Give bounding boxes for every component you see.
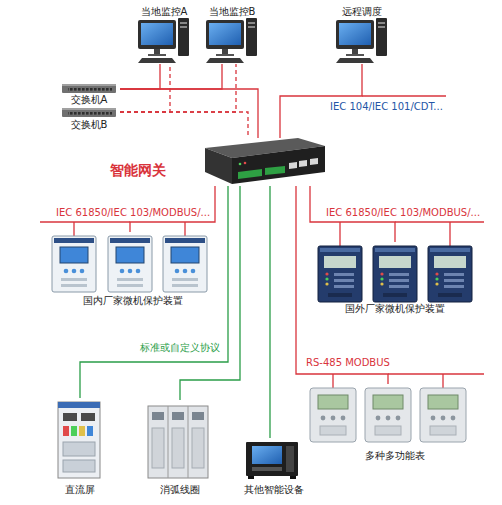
device-node: 国外厂家微机保护装置 <box>305 242 485 318</box>
smart-device <box>246 442 298 476</box>
drop-wire <box>449 222 450 246</box>
drop-wire <box>442 374 443 388</box>
cabinet-meter <box>172 412 184 420</box>
switch-icon <box>62 108 116 117</box>
relay-domestic <box>52 236 96 292</box>
computer-icon <box>206 18 257 63</box>
device-node: 交换机B <box>58 107 120 133</box>
device-node: 交换机A <box>58 83 120 107</box>
device-label: 消弧线圈 <box>140 484 220 496</box>
bus-wire <box>40 221 130 222</box>
cabinet-divider <box>188 406 189 478</box>
device-keys <box>252 467 282 471</box>
drop-wire <box>184 222 185 236</box>
protocol-label: IEC 104/IEC 101/CDT... <box>330 101 443 113</box>
device-screen <box>252 446 282 464</box>
cabinet-meter <box>192 412 204 420</box>
device-node: 消弧线圈 <box>140 400 220 502</box>
switch-icon <box>62 84 116 93</box>
protocol-label: IEC 61850/IEC 103/MODBUS/... <box>56 207 210 219</box>
cabinet-module <box>71 426 77 436</box>
device-label: 当地监控B <box>200 6 264 18</box>
network-wire <box>269 186 270 438</box>
gateway-port <box>310 158 318 165</box>
protocol-label: IEC 61850/IEC 103/MODBUS/... <box>326 207 480 219</box>
gateway-front <box>232 146 325 184</box>
meter-icon <box>310 388 356 442</box>
cabinet-panel <box>63 460 95 472</box>
cabinet-module <box>79 426 85 436</box>
cabinet-band <box>58 402 100 408</box>
cabinet-module <box>87 426 93 436</box>
device-label: 交换机B <box>58 119 120 131</box>
network-wire <box>120 64 170 112</box>
device-label: 直流屏 <box>45 484 115 496</box>
device-label: 远程调度 <box>330 6 394 18</box>
network-wire <box>120 64 222 89</box>
cabinet-door <box>172 428 184 468</box>
cabinet-module <box>63 426 69 436</box>
coil-cabinet <box>148 406 208 478</box>
drop-wire <box>73 222 74 236</box>
cabinet-panel <box>63 442 95 456</box>
device-label: 国外厂家微机保护装置 <box>305 303 485 315</box>
gateway-terminal <box>265 166 285 175</box>
network-wire <box>120 112 248 138</box>
gateway-port <box>289 162 297 169</box>
relay-foreign <box>373 246 417 302</box>
bus-wire <box>388 373 484 374</box>
device-foot <box>290 476 296 479</box>
device-label: 国内厂家微机保护装置 <box>40 295 226 307</box>
cabinet-divider <box>168 406 169 478</box>
device-foot <box>248 476 254 479</box>
relay-domestic <box>163 236 207 292</box>
cabinet-meter <box>152 412 164 420</box>
device-panel <box>286 446 294 472</box>
bus-wire <box>395 221 484 222</box>
device-node: 智能网关 <box>108 138 330 186</box>
device-label: 多种多功能表 <box>300 450 490 462</box>
gateway-led <box>239 163 242 166</box>
gateway-port <box>299 160 307 167</box>
meter-icon <box>365 388 411 442</box>
device-node: 直流屏 <box>45 398 115 502</box>
bus-wire <box>362 95 446 96</box>
dc-cabinet <box>58 402 100 478</box>
cabinet-door <box>192 428 204 468</box>
gateway-terminal <box>238 169 262 179</box>
device-label: 其他智能设备 <box>232 484 316 496</box>
meter-icon <box>420 388 466 442</box>
cabinet-meter <box>81 413 95 421</box>
device-node: 当地监控B <box>200 4 264 64</box>
computer-icon <box>138 18 189 63</box>
device-node: 当地监控A <box>132 4 196 64</box>
device-node: 多种多功能表 <box>300 384 490 464</box>
network-wire <box>180 186 240 400</box>
cabinet-door <box>152 428 164 468</box>
drop-wire <box>332 374 333 388</box>
computer-icon <box>336 18 387 63</box>
device-node: 远程调度 <box>330 4 394 64</box>
gateway-side <box>205 148 232 184</box>
relay-foreign <box>318 246 362 302</box>
network-wire <box>120 89 258 138</box>
network-wire <box>120 64 160 89</box>
device-node: 国内厂家微机保护装置 <box>40 232 226 310</box>
device-node: 其他智能设备 <box>232 438 316 502</box>
drop-wire <box>339 222 340 246</box>
relay-domestic <box>108 236 152 292</box>
protocol-label: RS-485 MODBUS <box>306 357 390 369</box>
device-label: 智能网关 <box>110 162 200 178</box>
network-wire <box>120 64 236 112</box>
device-label: 交换机A <box>58 94 120 106</box>
relay-foreign <box>428 246 472 302</box>
protocol-label: 标准或自定义协议 <box>140 342 220 354</box>
gateway-led <box>244 162 247 165</box>
device-label: 当地监控A <box>132 6 196 18</box>
cabinet-meter <box>63 413 77 421</box>
